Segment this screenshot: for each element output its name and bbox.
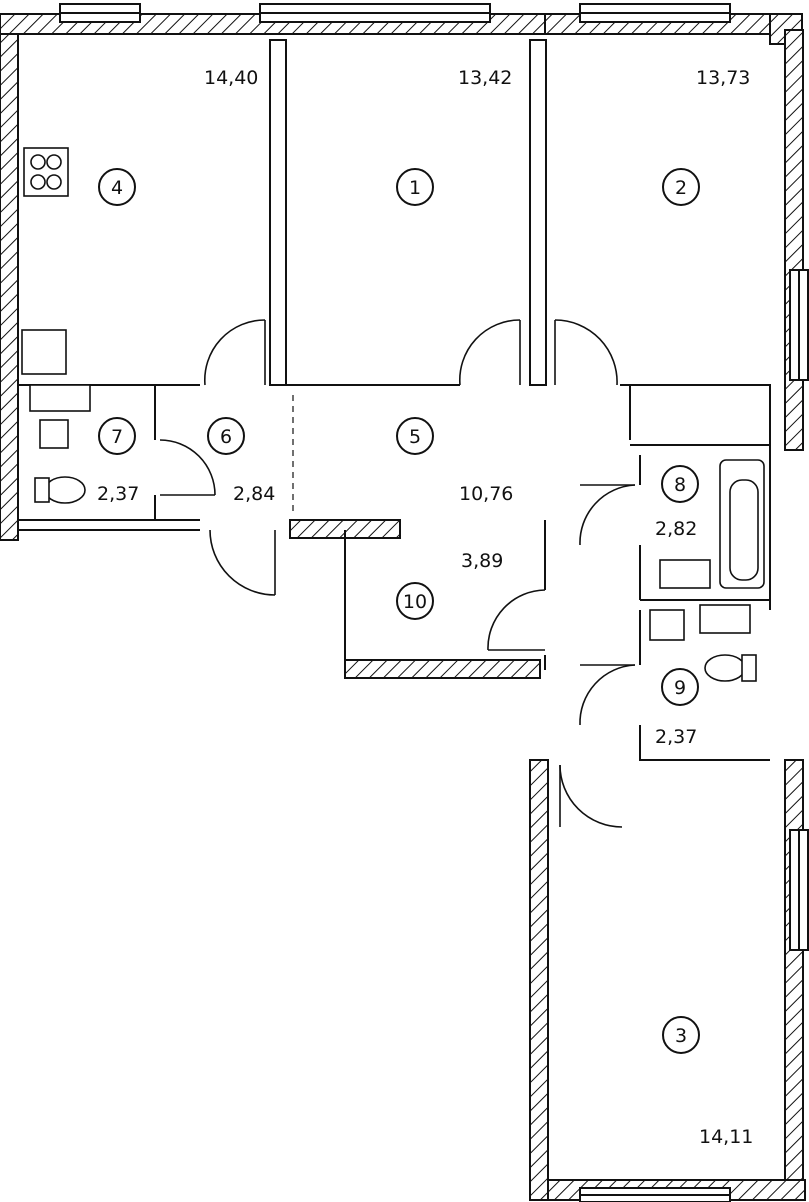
room-5-area: 10,76 [459, 483, 513, 505]
room-2-marker: 2 [662, 168, 700, 206]
room-9-area: 2,37 [655, 726, 697, 748]
room-1-area: 13,42 [458, 67, 512, 89]
toilet-icon [44, 476, 86, 504]
room-8-area: 2,82 [655, 518, 697, 540]
room-8-number: 8 [674, 474, 686, 496]
room-6-number: 6 [220, 426, 232, 448]
sink-icon [659, 559, 711, 589]
room-areas: 13,42 13,73 14,11 14,40 10,76 2,84 2,37 … [97, 67, 753, 1148]
room-4-marker: 4 [98, 168, 136, 206]
interior-walls [18, 39, 771, 761]
room-5-marker: 5 [396, 417, 434, 455]
room-10-area: 3,89 [461, 550, 503, 572]
room-2-number: 2 [675, 177, 687, 199]
room-8-marker: 8 [661, 465, 699, 503]
stove-icon [23, 147, 69, 197]
room-7-marker: 7 [98, 417, 136, 455]
windows [59, 3, 809, 1202]
room-6-marker: 6 [207, 417, 245, 455]
room-markers: 1 2 3 4 5 6 7 8 9 10 [98, 168, 700, 1054]
room-10-number: 10 [403, 591, 427, 613]
room-3-marker: 3 [662, 1016, 700, 1054]
room-1-marker: 1 [396, 168, 434, 206]
washer-icon [699, 604, 751, 634]
room-2-area: 13,73 [696, 67, 750, 89]
room-9-number: 9 [674, 677, 686, 699]
doors [159, 319, 636, 828]
room-10-marker: 10 [396, 582, 434, 620]
room-1-number: 1 [409, 177, 421, 199]
room-7-number: 7 [111, 426, 123, 448]
room-3-area: 14,11 [699, 1126, 753, 1148]
sink-icon [649, 609, 685, 641]
room-6-area: 2,84 [233, 483, 275, 505]
washer-icon [29, 384, 91, 412]
room-5-number: 5 [409, 426, 421, 448]
room-7-area: 2,37 [97, 483, 139, 505]
room-3-number: 3 [675, 1025, 687, 1047]
room-4-area: 14,40 [204, 67, 258, 89]
toilet-icon [704, 654, 746, 682]
sink-icon [39, 419, 69, 449]
room-9-marker: 9 [661, 668, 699, 706]
room-4-number: 4 [111, 177, 123, 199]
fixtures [21, 147, 765, 682]
kitchen-sink-icon [21, 329, 67, 375]
